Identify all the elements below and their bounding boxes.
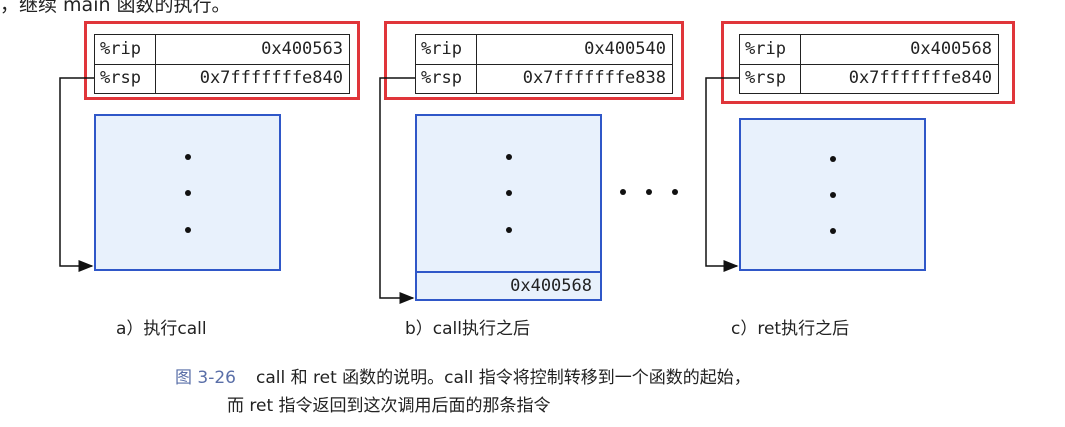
panel-label-a: a）执行call	[116, 319, 207, 339]
return-address-cell: 0x400568	[415, 271, 602, 301]
caption-text-1: call 和 ret 函数的说明。call 指令将控制转移到一个函数的起始，	[256, 368, 751, 388]
top-text: ，继续 main 函数的执行。	[0, 0, 231, 16]
caption-line-2: 而 ret 指令返回到这次调用后面的那条指令	[175, 392, 751, 420]
stack-a	[94, 114, 281, 271]
panel-label-c: c）ret执行之后	[731, 319, 850, 339]
ellipsis-dot	[185, 154, 191, 160]
rip-value-b: 0x400540	[584, 39, 666, 59]
rip-label-a: %rip	[95, 35, 156, 64]
figure-caption: 图 3-26 call 和 ret 函数的说明。call 指令将控制转移到一个函数…	[175, 364, 751, 420]
rsp-row-b: %rsp 0x7fffffffe838	[416, 64, 672, 93]
stack-c	[739, 118, 926, 271]
rsp-label-a: %rsp	[95, 64, 156, 93]
rsp-arrow-a	[59, 77, 94, 272]
ellipsis-dot	[506, 190, 512, 196]
rsp-value-c: 0x7fffffffe840	[848, 68, 992, 88]
stack-b	[415, 114, 602, 273]
highlight-box-b	[384, 21, 684, 100]
figure-number: 图 3-26	[175, 368, 236, 388]
panel-label-b: b）call执行之后	[405, 319, 531, 339]
rip-value-a: 0x400563	[261, 39, 343, 59]
rsp-label-c: %rsp	[740, 64, 801, 93]
rsp-value-b: 0x7fffffffe838	[522, 68, 666, 88]
rip-value-c: 0x400568	[910, 39, 992, 59]
caption-text-2: 而 ret 指令返回到这次调用后面的那条指令	[227, 396, 551, 416]
register-table-c: %rip 0x400568 %rsp 0x7fffffffe840	[739, 34, 999, 94]
ellipsis-dot	[185, 227, 191, 233]
rsp-row-c: %rsp 0x7fffffffe840	[740, 64, 998, 93]
register-table-a: %rip 0x400563 %rsp 0x7fffffffe840	[94, 34, 350, 94]
caption-line-1: 图 3-26 call 和 ret 函数的说明。call 指令将控制转移到一个函数…	[175, 364, 751, 392]
rip-label-c: %rip	[740, 35, 801, 64]
ellipsis-dot	[830, 156, 836, 162]
ellipsis-dot	[830, 228, 836, 234]
rsp-label-b: %rsp	[416, 64, 477, 93]
rsp-value-a: 0x7fffffffe840	[199, 68, 343, 88]
rip-row-a: %rip 0x400563	[95, 35, 349, 65]
highlight-box-c	[721, 21, 1015, 104]
ellipsis-dot	[506, 227, 512, 233]
rip-label-b: %rip	[416, 35, 477, 64]
rsp-row-a: %rsp 0x7fffffffe840	[95, 64, 349, 93]
rsp-arrow-b	[379, 77, 415, 304]
rip-row-b: %rip 0x400540	[416, 35, 672, 65]
ellipsis-dot	[185, 190, 191, 196]
rsp-arrow-c	[705, 77, 739, 272]
highlight-box-a	[84, 21, 360, 100]
more-dots-icon	[620, 189, 678, 195]
register-table-b: %rip 0x400540 %rsp 0x7fffffffe838	[415, 34, 673, 94]
ellipsis-dot	[506, 154, 512, 160]
rip-row-c: %rip 0x400568	[740, 35, 998, 65]
ellipsis-dot	[830, 192, 836, 198]
